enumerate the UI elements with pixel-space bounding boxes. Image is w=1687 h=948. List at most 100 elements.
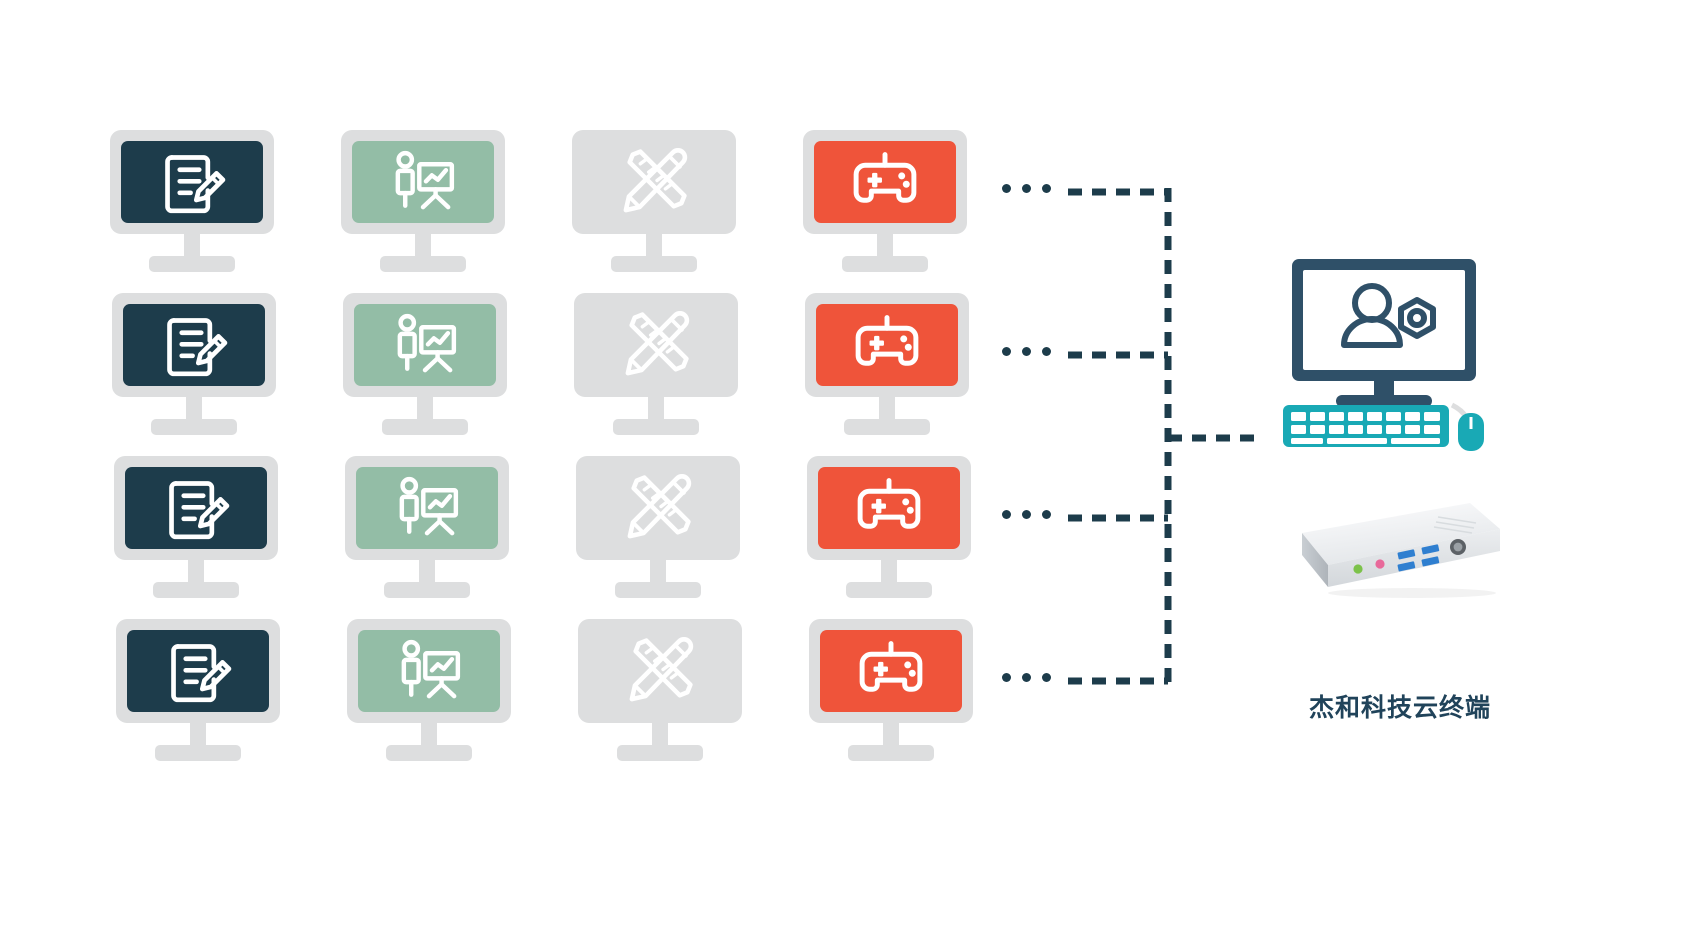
monitor-base [842, 256, 928, 272]
monitor-neck [419, 560, 435, 584]
ruler-pencil-icon [627, 474, 692, 539]
monitor-neck [188, 560, 204, 584]
admin-workstation-illustration [1283, 259, 1484, 451]
monitor-base [155, 745, 241, 761]
user-gear-icon [1341, 283, 1436, 348]
client-monitor[interactable] [345, 456, 509, 604]
gear-center [1407, 308, 1427, 328]
ellipsis-dot [1002, 347, 1011, 356]
admin-keyboard [1283, 405, 1449, 447]
device-shadow [1328, 588, 1496, 598]
monitor-screen [123, 304, 265, 386]
usb-port-2 [1421, 544, 1440, 555]
monitor-neck [879, 397, 895, 421]
client-monitor[interactable] [574, 293, 738, 441]
monitor-bezel [576, 456, 740, 560]
client-monitor[interactable] [110, 130, 274, 278]
user-body [1341, 316, 1403, 348]
monitor-neck [186, 397, 202, 421]
client-monitor[interactable] [576, 456, 740, 604]
row-ellipsis-2 [1002, 347, 1051, 356]
monitor-base [149, 256, 235, 272]
usb-port-4 [1421, 556, 1440, 567]
monitor-screen [354, 304, 496, 386]
ellipsis-dot [1042, 184, 1051, 193]
monitor-screen [820, 630, 962, 712]
client-monitor[interactable] [341, 130, 505, 278]
document-pencil-icon [167, 318, 228, 377]
monitor-neck [648, 397, 664, 421]
ellipsis-dot [1022, 347, 1031, 356]
gamepad-icon [855, 315, 919, 366]
monitor-base [846, 582, 932, 598]
cloud-terminal-illustration [1302, 503, 1500, 598]
ruler-pencil-icon [625, 311, 690, 376]
device-left-face [1302, 533, 1328, 587]
client-monitor[interactable] [347, 619, 511, 767]
device-ports [1353, 539, 1466, 574]
ellipsis-dot [1002, 510, 1011, 519]
ellipsis-dot [1022, 510, 1031, 519]
monitor-neck [650, 560, 666, 584]
gear-hex [1398, 297, 1436, 339]
audio-out-port [1353, 564, 1363, 574]
monitor-bezel [574, 293, 738, 397]
monitor-screen [818, 467, 960, 549]
monitor-screen [121, 141, 263, 223]
row-ellipsis-3 [1002, 510, 1051, 519]
ellipsis-dot [1042, 347, 1051, 356]
device-vents [1433, 516, 1477, 534]
ellipsis-dot [1002, 673, 1011, 682]
presenter-chart-board-icon [401, 639, 461, 699]
monitor-neck [184, 234, 200, 258]
monitor-base [617, 745, 703, 761]
monitor-bezel [578, 619, 742, 723]
mic-in-port [1375, 559, 1385, 569]
monitor-base [386, 745, 472, 761]
monitor-neck [190, 723, 206, 747]
device-caption: 杰和科技云终端 [1308, 693, 1491, 722]
client-monitor[interactable] [114, 456, 278, 604]
admin-workstation [1280, 255, 1490, 460]
client-monitor[interactable] [572, 130, 736, 278]
monitor-screen [127, 630, 269, 712]
monitor-screen [585, 304, 727, 386]
gamepad-icon [857, 478, 921, 529]
monitor-screen [587, 467, 729, 549]
monitor-base [151, 419, 237, 435]
monitor-screen [356, 467, 498, 549]
monitor-screen [125, 467, 267, 549]
gamepad-icon [853, 152, 917, 203]
monitor-screen [583, 141, 725, 223]
monitor-neck [883, 723, 899, 747]
client-monitor[interactable] [578, 619, 742, 767]
monitor-neck [881, 560, 897, 584]
presenter-chart-board-icon [395, 150, 455, 210]
client-monitor[interactable] [112, 293, 276, 441]
client-monitor[interactable] [343, 293, 507, 441]
admin-monitor [1292, 259, 1476, 407]
monitor-base [844, 419, 930, 435]
document-pencil-icon [169, 481, 230, 540]
monitor-neck [877, 234, 893, 258]
gamepad-icon [859, 641, 923, 692]
client-monitor[interactable] [809, 619, 973, 767]
monitor-base [380, 256, 466, 272]
client-monitor[interactable] [807, 456, 971, 604]
keyboard-keys [1291, 412, 1440, 444]
ellipsis-dot [1042, 673, 1051, 682]
client-monitor[interactable] [803, 130, 967, 278]
monitor-screen [352, 141, 494, 223]
admin-mouse [1458, 413, 1484, 451]
monitor-base [382, 419, 468, 435]
monitor-base [611, 256, 697, 272]
client-monitor[interactable] [805, 293, 969, 441]
monitor-screen [589, 630, 731, 712]
monitor-neck [415, 234, 431, 258]
usb-port-3 [1397, 561, 1416, 572]
admin-monitor-neck [1374, 381, 1394, 399]
monitor-base [615, 582, 701, 598]
monitor-neck [652, 723, 668, 747]
client-monitor[interactable] [116, 619, 280, 767]
